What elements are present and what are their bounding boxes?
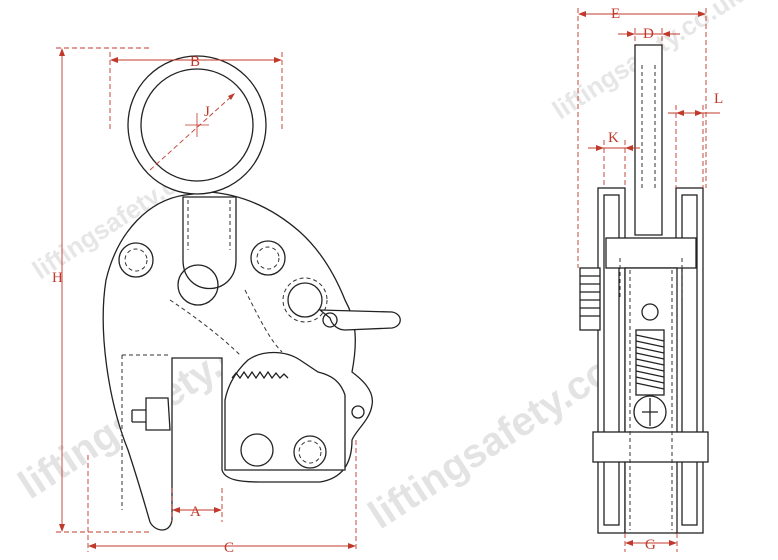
side-pivot-cross <box>642 398 658 426</box>
dim-g-ext <box>624 533 678 552</box>
bolt-left <box>118 242 154 278</box>
handle-pin <box>322 312 338 328</box>
label-g: G <box>645 537 656 553</box>
ring-center-mark <box>185 113 209 137</box>
side-hidden-lines <box>619 258 683 530</box>
dim-c-arrow-l <box>88 543 96 549</box>
dim-d-ext <box>634 28 663 45</box>
dim-g-arrow-r <box>669 540 677 546</box>
shackle-link <box>182 196 237 290</box>
label-a: A <box>190 504 201 520</box>
side-handle-knob <box>579 267 601 331</box>
cam-bolt-right <box>293 435 327 469</box>
bolt-right <box>250 240 286 276</box>
side-plate-right-inner <box>681 194 698 526</box>
serrated-cam <box>224 351 346 471</box>
label-j: J <box>204 104 210 120</box>
dim-b-arrow-l <box>110 57 118 63</box>
dim-c-arrow-r <box>348 543 356 549</box>
side-spring-top-pin <box>641 303 659 321</box>
link-hidden-lines <box>187 200 231 250</box>
side-spring-housing <box>635 329 665 396</box>
shackle-ring-inner <box>140 68 254 182</box>
shackle-pin <box>177 264 219 306</box>
pivot-bolt <box>287 282 323 318</box>
label-k: K <box>608 130 619 146</box>
dim-k-ext <box>603 140 626 188</box>
side-view <box>579 44 709 534</box>
dim-l-arrow-l <box>676 110 684 116</box>
dim-e-ext <box>577 8 707 268</box>
cam-bolt-right-inner <box>298 440 322 464</box>
dim-k-arrow-r <box>625 145 633 151</box>
jaw-hidden-outline <box>121 354 170 510</box>
knob-grip-lines <box>580 275 600 317</box>
dim-a-arrow-r <box>214 507 222 513</box>
bolt-right-inner <box>256 246 280 270</box>
dim-h-arrow-t <box>59 48 65 56</box>
dim-l-ext <box>675 105 704 188</box>
dim-c-ext <box>87 440 357 552</box>
locking-handle <box>318 309 401 331</box>
dim-b-ext <box>109 52 283 130</box>
dim-e-arrow-r <box>698 11 706 17</box>
label-h: H <box>52 270 63 286</box>
cam-teeth <box>231 370 289 380</box>
dim-b-arrow-r <box>274 57 282 63</box>
cam-bolt-left <box>240 433 274 467</box>
side-plate-left-inner <box>603 194 620 526</box>
dim-j-line <box>149 94 234 171</box>
dim-d-arrow-r <box>662 31 670 37</box>
dim-e-arrow-l <box>578 11 586 17</box>
jaw-screw <box>131 409 146 423</box>
dim-k-arrow-l <box>596 145 604 151</box>
internal-hidden-lines <box>169 289 283 356</box>
dim-a-arrow-l <box>172 507 180 513</box>
side-spring-coil <box>635 334 665 390</box>
label-l: L <box>714 91 723 107</box>
label-c: C <box>224 540 234 556</box>
dimension-annotations: B J H C A E D <box>52 6 723 556</box>
dim-l-arrow-r <box>695 110 703 116</box>
dim-j-arrow <box>228 93 235 100</box>
pivot-bolt-ring <box>282 277 328 323</box>
side-cross-bar <box>605 237 697 269</box>
dim-h-arrow-b <box>59 524 65 532</box>
jaw-screw-head <box>145 397 171 431</box>
label-b: B <box>190 54 200 70</box>
front-view <box>102 55 401 531</box>
dim-g-arrow-l <box>625 540 633 546</box>
label-e: E <box>611 6 620 22</box>
side-lower-pivot <box>633 395 667 429</box>
side-center-body <box>624 267 678 534</box>
bolt-left-inner <box>124 248 148 272</box>
cam-stop-pin <box>351 405 365 419</box>
side-shackle-link <box>634 44 663 236</box>
label-d: D <box>643 26 654 42</box>
side-bottom-axle <box>592 431 709 463</box>
clamp-body-outline <box>102 191 373 531</box>
dim-d-arrow-l <box>627 31 635 37</box>
dim-a-ext <box>171 488 223 522</box>
